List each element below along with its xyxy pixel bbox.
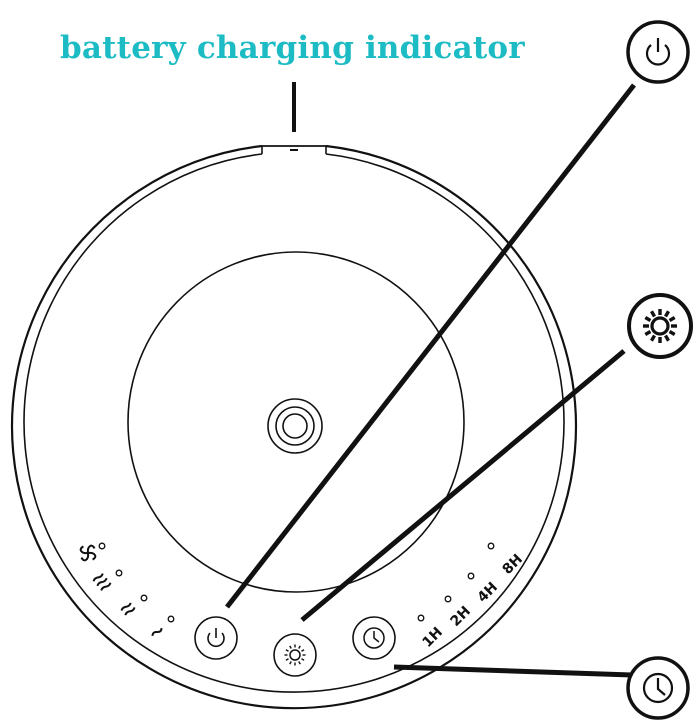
timer-indicator-dot [467,572,475,580]
sun-ray [301,649,305,652]
power-button[interactable] [194,616,238,660]
mode-indicator-dot [98,542,106,550]
power-icon [207,628,225,648]
center-nozzle-middle [275,406,315,446]
wave-high-icon [92,573,112,591]
device-outer-rim [10,144,578,710]
timer-indicator-dot [417,614,425,622]
sun-ray [298,645,301,649]
brightness-icon [643,309,677,343]
sun-ray [285,658,289,661]
brightness-callout [627,293,693,359]
fan-icon [79,544,97,562]
center-nozzle-outer [267,398,323,454]
sun-ray [285,649,289,652]
sun-ray [298,661,301,665]
sun-ray [644,330,652,336]
sun-ray [668,330,676,336]
sun-ray [289,661,292,665]
mode-indicator-dot [140,594,148,602]
timer-label-8h: 8H [500,551,526,577]
power-icon [645,38,671,66]
timer-icon [642,672,674,704]
timer-indicator-dot [487,542,495,550]
power-callout [626,20,690,84]
timer-button[interactable] [352,616,396,660]
battery-indicator-label: battery charging indicator [60,30,525,66]
wave-mid-icon [120,602,136,616]
timer-label-2h: 2H [448,603,474,629]
timer-callout [626,656,690,720]
brightness-button[interactable] [273,633,317,677]
timer-indicator-dot [444,595,452,603]
sun-ray [301,658,305,661]
top-platform [127,251,465,593]
sun-ray [650,310,656,318]
mode-indicator-dot [115,569,123,577]
sun-ray [644,316,652,322]
brightness-icon [284,644,306,666]
brightness-leader-line [300,349,626,622]
wave-low-icon [151,627,163,637]
device-inner-rim [23,153,565,693]
sun-ray [664,310,670,318]
sun-ray [289,645,292,649]
sun-ray [650,334,656,342]
timer-leader-line [393,664,633,678]
timer-label-4h: 4H [475,579,501,605]
sun-ray [668,316,676,322]
mode-indicator-dot [167,615,175,623]
timer-label-1h: 1H [420,624,446,650]
timer-icon [363,627,385,649]
center-nozzle-inner [282,413,308,439]
power-leader-line [225,83,636,609]
sun-ray [664,334,670,342]
